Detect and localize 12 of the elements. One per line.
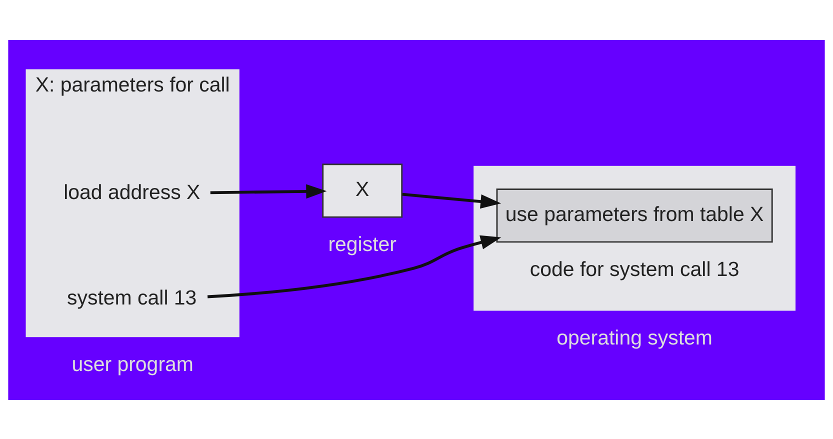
arrow <box>207 234 502 298</box>
node-label: operating system <box>556 326 712 350</box>
node-label: code for system call 13 <box>530 257 740 280</box>
node-text: load address X <box>64 180 200 204</box>
node-label: register <box>328 232 396 256</box>
arrow <box>402 192 502 208</box>
node-box: X <box>322 163 403 218</box>
node-label: user program <box>72 352 194 376</box>
arrow <box>210 184 327 198</box>
cluster <box>474 165 796 310</box>
node-text: system call 13 <box>67 286 197 309</box>
node-box: use parameters from table X <box>496 188 773 242</box>
